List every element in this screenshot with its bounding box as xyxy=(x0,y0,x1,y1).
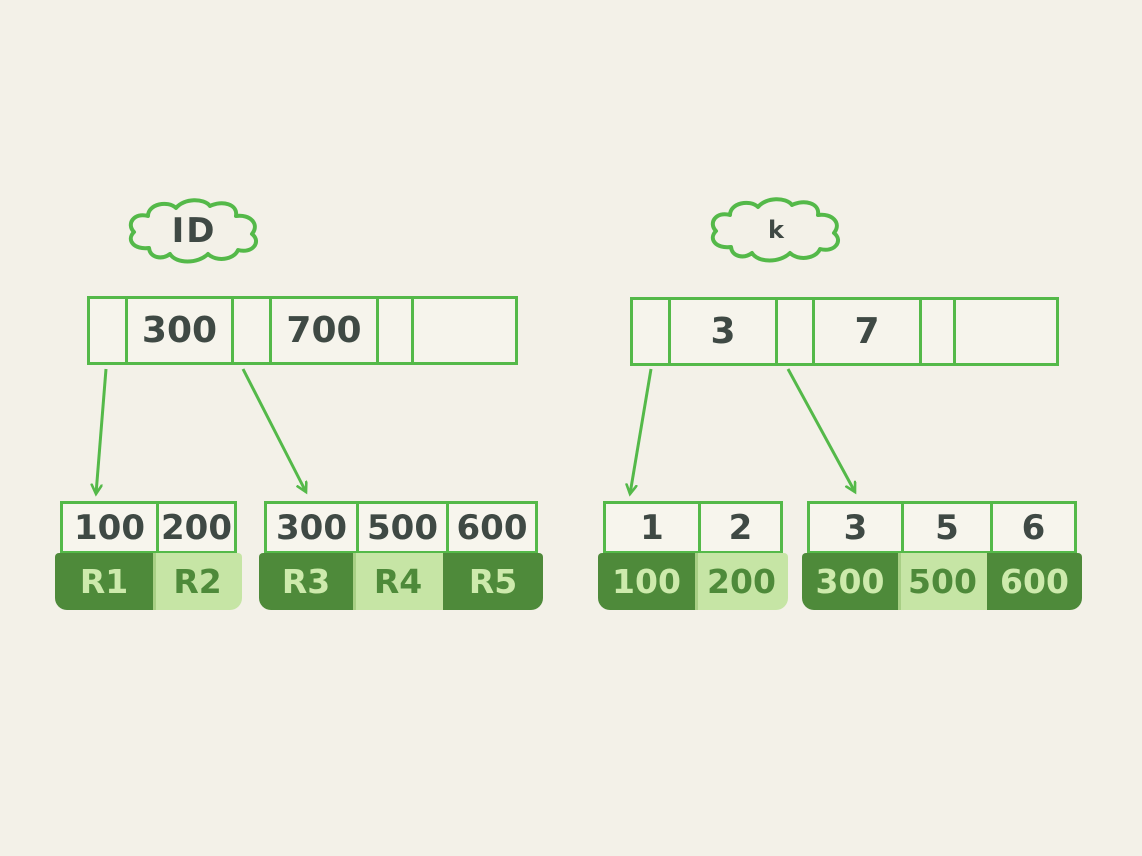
leaf-key-row: 1 2 xyxy=(603,501,783,554)
leaf-record-cell: R2 xyxy=(153,553,242,610)
leaf-key-cell: 1 xyxy=(640,507,664,548)
leaf-record-row: 300 500 600 xyxy=(802,553,1082,610)
internal-node-cell xyxy=(231,299,269,362)
leaf-key-cell: 5 xyxy=(901,504,990,551)
internal-node-cell: 300 xyxy=(125,299,231,362)
internal-node-cell xyxy=(775,300,812,363)
leaf-record-row: R1 R2 xyxy=(55,553,242,610)
k-index-label: k xyxy=(768,216,784,244)
id-index-label: ID xyxy=(171,211,217,251)
internal-node-cell xyxy=(90,299,125,362)
id-index-cloud: ID xyxy=(124,194,264,268)
leaf-key-cell: 500 xyxy=(356,504,446,551)
k-index-cloud: k xyxy=(706,194,846,266)
k-leaf-node-2: 3 5 6 300 500 600 xyxy=(802,501,1082,610)
k-leaf2-pointer-arrow xyxy=(786,368,855,492)
internal-node-cell xyxy=(376,299,411,362)
id-internal-node: 300 700 xyxy=(87,296,518,365)
leaf-record-cell: R5 xyxy=(443,553,543,610)
leaf-key-cell: 100 xyxy=(74,507,145,548)
cloud-icon xyxy=(710,197,840,263)
leaf-key-cell: 3 xyxy=(843,507,868,548)
leaf-key-cell: 600 xyxy=(446,504,535,551)
leaf-record-cell: R3 xyxy=(259,553,353,610)
k-internal-node: 3 7 xyxy=(630,297,1059,366)
internal-node-cell: 7 xyxy=(812,300,919,363)
leaf-record-cell: 500 xyxy=(898,553,987,610)
leaf-key-cell: 6 xyxy=(990,504,1074,551)
id-leaf-node-2: 300 500 600 R3 R4 R5 xyxy=(259,501,543,610)
leaf-key-row: 300 500 600 xyxy=(264,501,538,554)
leaf-key-cell: 2 xyxy=(698,504,780,551)
leaf-record-cell: 600 xyxy=(987,553,1082,610)
leaf-key-row: 100 200 xyxy=(60,501,237,554)
leaf-record-row: 100 200 xyxy=(598,553,788,610)
leaf-record-cell: 100 xyxy=(598,553,695,610)
leaf-key-cell: 300 xyxy=(276,507,347,548)
leaf-record-cell: 300 xyxy=(802,553,898,610)
leaf-record-cell: R4 xyxy=(353,553,443,610)
id-leaf2-pointer-arrow xyxy=(241,368,306,492)
internal-node-cell xyxy=(411,299,515,362)
internal-node-cell xyxy=(953,300,1056,363)
leaf-key-row: 3 5 6 xyxy=(807,501,1077,554)
leaf-record-cell: 200 xyxy=(695,553,788,610)
leaf-record-cell: R1 xyxy=(55,553,153,610)
id-leaf-node-1: 100 200 R1 R2 xyxy=(55,501,242,610)
id-leaf1-pointer-arrow xyxy=(96,368,108,494)
cloud-icon xyxy=(128,198,258,264)
internal-node-cell: 700 xyxy=(269,299,376,362)
k-leaf1-pointer-arrow xyxy=(630,368,653,494)
k-leaf-node-1: 1 2 100 200 xyxy=(598,501,788,610)
leaf-record-row: R3 R4 R5 xyxy=(259,553,543,610)
internal-node-cell xyxy=(919,300,953,363)
internal-node-cell xyxy=(633,300,668,363)
leaf-key-cell: 200 xyxy=(156,504,234,551)
internal-node-cell: 3 xyxy=(668,300,775,363)
